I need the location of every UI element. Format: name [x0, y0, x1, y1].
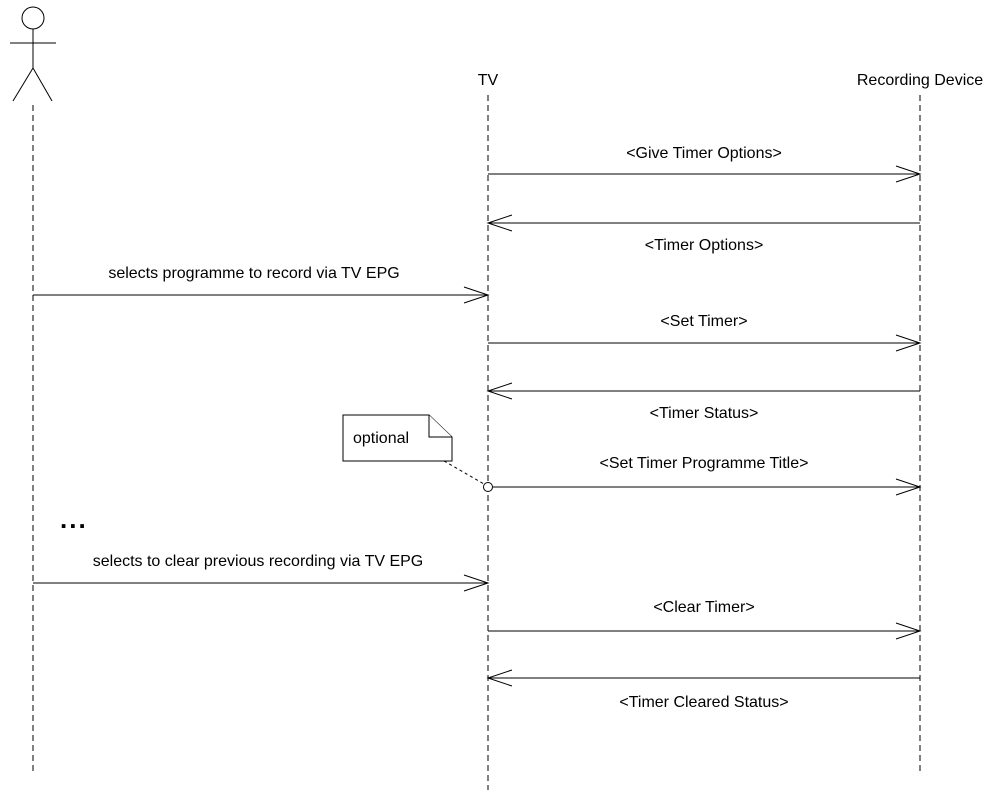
arrowhead-right-icon: [463, 574, 490, 592]
user-actor-icon: [10, 6, 56, 102]
message-label: selects to clear previous recording via …: [93, 553, 424, 570]
message-select-programme: selects programme to record via TV EPG: [33, 265, 490, 304]
message-label: <Timer Status>: [650, 405, 759, 422]
participant-recording-device-label: Recording Device: [857, 72, 983, 89]
optional-note: optional: [342, 414, 493, 492]
message-label: <Timer Options>: [645, 237, 764, 254]
message-label: <Give Timer Options>: [626, 145, 782, 162]
message-select-clear-recording: selects to clear previous recording via …: [33, 553, 490, 592]
note-anchor-icon: [483, 482, 493, 492]
message-label: <Set Timer>: [660, 313, 747, 330]
arrowhead-left-icon: [486, 214, 513, 232]
message-clear-timer: <Clear Timer>: [488, 599, 922, 640]
arrowhead-left-icon: [486, 669, 513, 687]
message-set-timer-programme-title: <Set Timer Programme Title>: [493, 455, 922, 496]
arrowhead-right-icon: [895, 622, 922, 640]
arrowhead-left-icon: [486, 382, 513, 400]
ellipsis-marker: ...: [60, 504, 88, 534]
message-timer-cleared-status: <Timer Cleared Status>: [486, 669, 920, 711]
message-give-timer-options: <Give Timer Options>: [488, 145, 922, 183]
message-label: <Set Timer Programme Title>: [600, 455, 809, 472]
arrowhead-right-icon: [895, 334, 922, 352]
participant-tv-label: TV: [478, 72, 499, 89]
message-timer-status: <Timer Status>: [486, 382, 920, 422]
arrowhead-right-icon: [463, 286, 490, 304]
message-label: selects programme to record via TV EPG: [108, 265, 399, 282]
arrowhead-right-icon: [895, 165, 922, 183]
message-label: <Clear Timer>: [653, 599, 754, 616]
message-timer-options: <Timer Options>: [486, 214, 920, 254]
arrowhead-right-icon: [895, 478, 922, 496]
message-set-timer: <Set Timer>: [488, 313, 922, 352]
message-label: <Timer Cleared Status>: [619, 694, 788, 711]
note-text: optional: [353, 430, 409, 447]
